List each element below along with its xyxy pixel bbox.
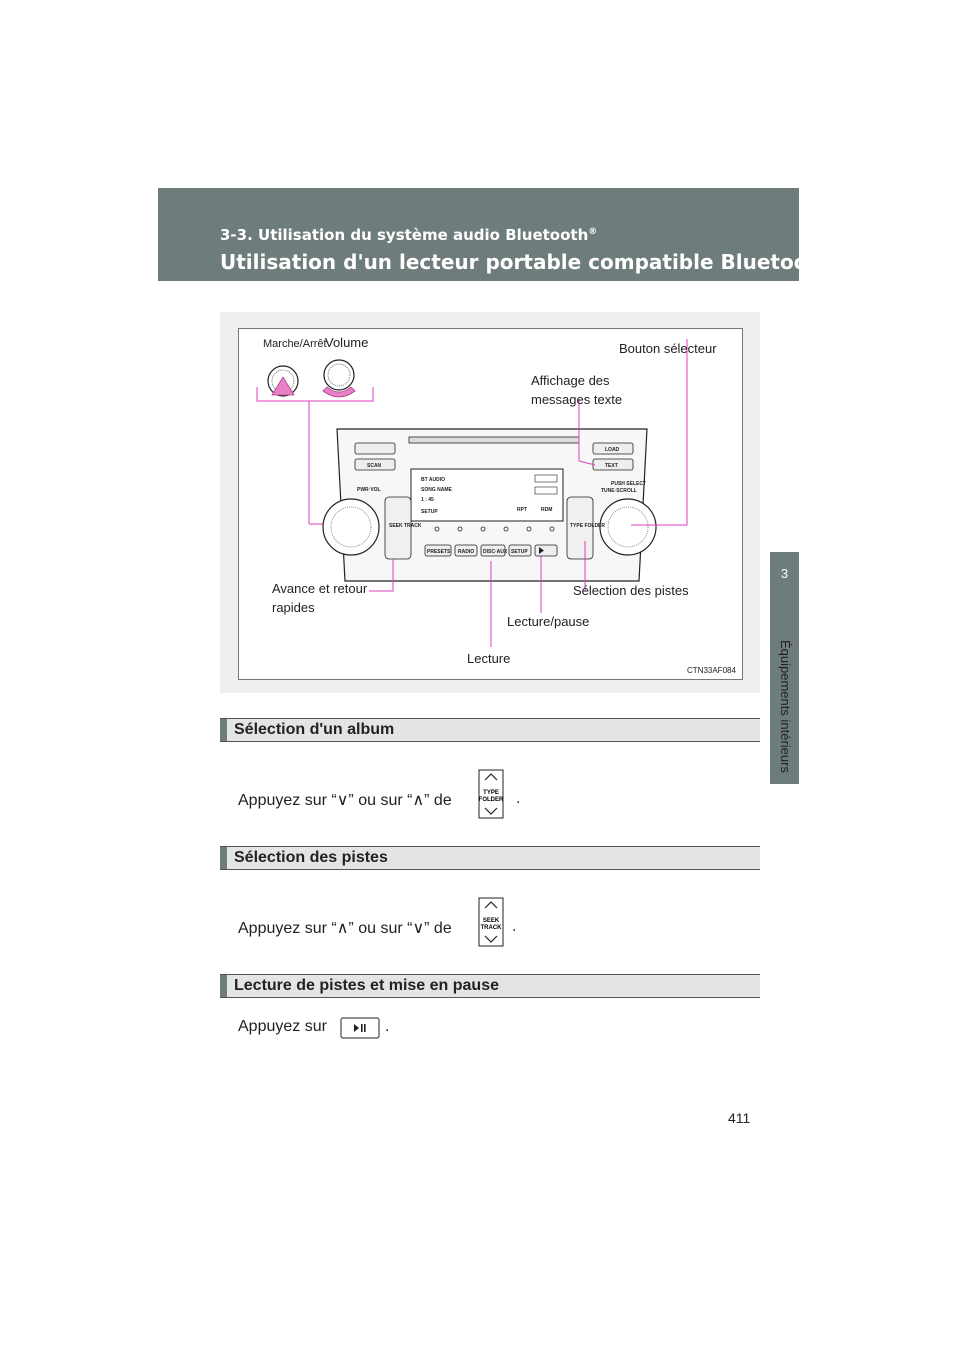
- figure-code: CTN33AF084: [687, 666, 736, 675]
- svg-text:TRACK: TRACK: [481, 925, 503, 931]
- label-play-pause: Lecture/pause: [507, 614, 589, 629]
- heading-marker: [220, 975, 227, 997]
- chapter-label: Équipements intérieurs: [778, 640, 793, 773]
- type-folder-label: TYPE FOLDER: [570, 523, 605, 529]
- instruction-playpause-end: .: [385, 1018, 390, 1035]
- power-knob-detail: [267, 365, 299, 397]
- svg-text:SEEK: SEEK: [483, 918, 500, 924]
- instruction-playpause: Appuyez sur: [238, 1018, 327, 1035]
- label-text-display-2: messages texte: [531, 392, 622, 407]
- audio-unit-diagram: BT AUDIO SONG NAME 1 : 45 SETUP RPT RDM …: [256, 335, 736, 675]
- label-seek-1: Avance et retour: [272, 581, 368, 596]
- seek-track-label: SEEK TRACK: [389, 523, 422, 529]
- chapter-number: 3: [780, 566, 789, 581]
- load-button-label: LOAD: [605, 447, 620, 453]
- label-volume: Volume: [325, 335, 368, 350]
- heading-playpause: Lecture de pistes et mise en pause: [234, 977, 499, 994]
- instruction-tracks: Appuyez sur “∧” ou sur “∨” de: [238, 920, 452, 937]
- volume-knob-detail: [322, 359, 356, 398]
- display-setup: SETUP: [421, 509, 438, 515]
- svg-text:TYPE: TYPE: [483, 790, 499, 796]
- push-select-label: PUSH SELECT: [611, 481, 646, 487]
- label-seek-2: rapides: [272, 600, 315, 615]
- scan-button-label: SCAN: [367, 463, 382, 469]
- heading-bar-playpause: Lecture de pistes et mise en pause: [220, 974, 760, 998]
- instruction-album-end: .: [516, 790, 521, 807]
- radio-label: RADIO: [458, 549, 474, 555]
- play-pause-button-icon: [340, 1017, 380, 1039]
- seek-track-button-icon: SEEK TRACK: [478, 897, 504, 947]
- display-source: BT AUDIO: [421, 477, 445, 483]
- svg-text:FOLDER: FOLDER: [479, 797, 504, 803]
- page-title: Utilisation d'un lecteur portable compat…: [220, 250, 844, 274]
- presets-label: PRESETS: [427, 549, 451, 555]
- heading-bar-album: Sélection d'un album: [220, 718, 760, 742]
- label-power: Marche/Arrêt: [263, 338, 327, 350]
- heading-tracks: Sélection des pistes: [234, 849, 388, 866]
- heading-album: Sélection d'un album: [234, 721, 395, 738]
- text-button-label: TEXT: [605, 463, 618, 469]
- display-song: SONG NAME: [421, 487, 453, 493]
- instruction-album: Appuyez sur “∨” ou sur “∧” de: [238, 792, 452, 809]
- display-time: 1 : 45: [421, 497, 434, 503]
- label-track-select: Sélection des pistes: [573, 583, 689, 598]
- chapter-tab: [770, 552, 799, 784]
- label-text-display-1: Affichage des: [531, 373, 610, 388]
- setup-label: SETUP: [511, 549, 528, 555]
- audio-unit-figure: BT AUDIO SONG NAME 1 : 45 SETUP RPT RDM …: [238, 328, 743, 680]
- label-selector: Bouton sélecteur: [619, 341, 717, 356]
- chapter-header: [158, 188, 799, 281]
- page-number: 411: [728, 1110, 751, 1126]
- heading-bar-tracks: Sélection des pistes: [220, 846, 760, 870]
- display-rpt: RPT: [517, 507, 527, 513]
- tune-scroll-label: TUNE·SCROLL: [601, 488, 637, 494]
- instruction-tracks-end: .: [512, 918, 517, 935]
- section-title: 3-3. Utilisation du système audio Blueto…: [220, 226, 598, 244]
- display-rdm: RDM: [541, 507, 552, 513]
- heading-marker: [220, 847, 227, 869]
- type-folder-button-icon: TYPE FOLDER: [478, 769, 504, 819]
- heading-marker: [220, 719, 227, 741]
- pwr-vol-label: PWR·VOL: [357, 487, 381, 493]
- label-play: Lecture: [467, 651, 510, 666]
- disc-aux-label: DISC·AUX: [483, 549, 508, 555]
